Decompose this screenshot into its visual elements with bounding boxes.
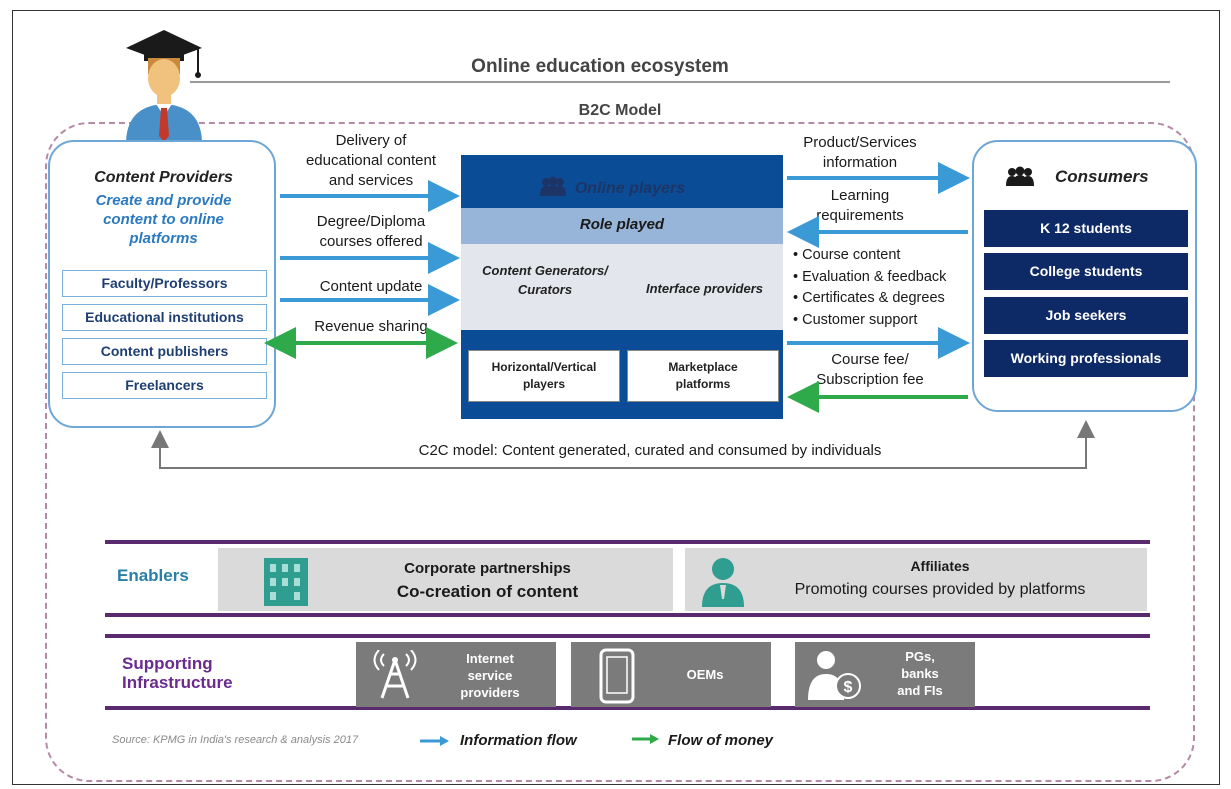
role-played-band	[461, 208, 783, 244]
oems-text: OEMs	[686, 667, 724, 682]
arrow-c2c	[159, 420, 1095, 469]
source-note: Source: KPMG in India's research & analy…	[112, 734, 359, 746]
provider-item-freelancers: Freelancers	[62, 372, 267, 399]
diagram-title: Online education ecosystem	[471, 56, 729, 77]
role-interface-providers: Interface providers	[645, 281, 764, 296]
roles-panel	[461, 244, 783, 330]
antenna-tower-icon	[373, 650, 417, 699]
consumer-item-college: College students	[984, 253, 1188, 290]
role-played-label: Role played	[579, 216, 665, 233]
banker-money-icon: $	[808, 651, 861, 700]
role-content-generators: Content Generators/Curators	[482, 263, 608, 297]
provider-item-faculty: Faculty/Professors	[62, 270, 267, 297]
b2c-boundary	[45, 122, 1195, 782]
corporate-partnerships-text: Corporate partnerships Co-creation of co…	[396, 560, 579, 601]
consumer-item-job-seekers: Job seekers	[984, 297, 1188, 334]
list-item: • Evaluation & feedback	[793, 268, 947, 285]
enablers-bottom-rule	[105, 613, 1150, 617]
content-providers-title: Content Providers	[94, 169, 233, 186]
affiliates-text: Affiliates Promoting courses provided by…	[794, 558, 1086, 598]
list-item: • Customer support	[793, 311, 918, 328]
infra-top-rule	[105, 634, 1150, 638]
provider-item-publishers: Content publishers	[62, 338, 267, 365]
title-rule	[190, 81, 1170, 83]
graduate-icon	[126, 30, 202, 144]
legend-info-arrow	[420, 736, 449, 746]
people-icon	[540, 176, 566, 196]
affiliates-panel	[685, 548, 1147, 611]
enablers-label: Enablers	[117, 566, 189, 585]
mobile-phone-icon	[599, 648, 635, 704]
affiliate-person-icon	[702, 558, 744, 607]
oems-panel	[571, 642, 771, 707]
flow-bullets-list: • Course content • Evaluation & feedback…	[793, 245, 946, 331]
enablers-top-rule	[105, 540, 1150, 544]
online-players-title: Online players	[574, 180, 686, 197]
consumer-item-working-professionals: Working professionals	[984, 340, 1188, 377]
infra-bottom-rule	[105, 706, 1150, 710]
svg-text:$: $	[844, 679, 853, 696]
diagram-frame	[12, 10, 1220, 785]
building-icon	[264, 558, 308, 606]
legend-info-flow-label: Information flow	[460, 732, 577, 749]
group-icon	[1006, 166, 1034, 186]
list-item: • Certificates & degrees	[793, 290, 945, 306]
consumer-item-k12: K 12 students	[984, 210, 1188, 247]
c2c-model-label: C2C model: Content generated, curated an…	[418, 442, 882, 459]
consumers-title: Consumers	[1055, 167, 1149, 186]
provider-item-institutions: Educational institutions	[62, 304, 267, 331]
legend-money-flow-label: Flow of money	[668, 732, 773, 749]
flow-label-content-update: Content update	[319, 278, 423, 295]
list-item: • Course content	[793, 247, 901, 263]
b2c-model-label: B2C Model	[578, 102, 662, 119]
legend-money-arrow	[632, 734, 659, 744]
content-providers-subtitle: Create and provide content to online pla…	[95, 192, 232, 247]
flow-label-course-fee: Course fee/Subscription fee	[816, 351, 924, 388]
